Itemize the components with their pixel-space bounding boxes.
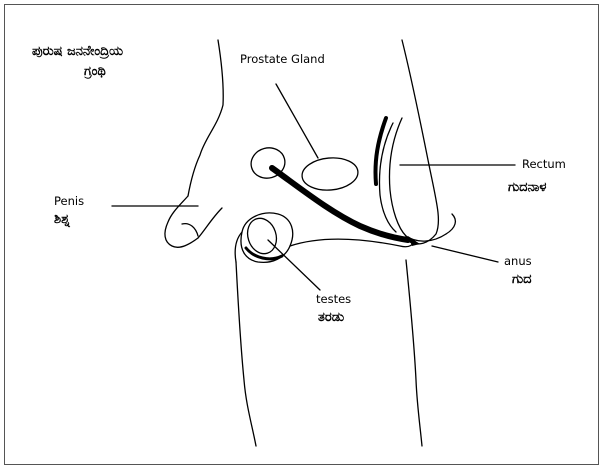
- buttock-lower: [446, 214, 455, 234]
- rectum-label: Rectum: [522, 157, 566, 171]
- penis-underside: [198, 208, 222, 238]
- left-leg-inner: [236, 262, 256, 446]
- title-line-1: ಪುರುಷ ಜನನೇಂದ್ರಿಯ: [32, 44, 123, 59]
- title-line-2: ಗ್ರಂಥಿ: [84, 64, 106, 79]
- prostate-gland: [301, 156, 360, 193]
- penis-label: Penis: [54, 194, 84, 208]
- anus-label-kannada: ಗುದ: [512, 272, 532, 287]
- right-leg-inner: [406, 260, 422, 446]
- penis-label-kannada: ಶಿಶ್ನ: [54, 212, 70, 227]
- rectum-label-kannada: ಗುದನಾಳ: [508, 180, 546, 195]
- rectum-curve: [390, 118, 407, 236]
- prostate-pointer: [276, 84, 318, 158]
- prostate-label: Prostate Gland: [240, 52, 325, 66]
- testes-label-kannada: ತರಡು: [318, 310, 344, 325]
- testes-pointer: [268, 240, 320, 290]
- anus-label: anus: [504, 254, 532, 268]
- body-outline-left: [188, 40, 223, 196]
- rectum-wall: [375, 118, 386, 184]
- anus-pointer: [432, 246, 498, 262]
- buttock-outline: [402, 40, 438, 244]
- testes-label: testes: [316, 292, 351, 306]
- rectum-inner: [380, 123, 396, 232]
- penis-outline: [165, 196, 198, 247]
- penis-glans: [182, 224, 198, 236]
